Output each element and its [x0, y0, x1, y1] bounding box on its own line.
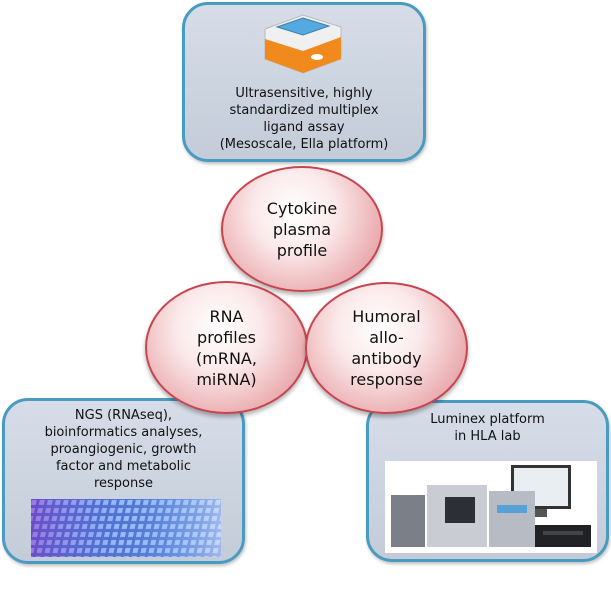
rna-profiles-circle: RNA profiles (mRNA, miRNA)	[145, 281, 308, 414]
rna-profiles-text: RNA profiles (mRNA, miRNA)	[196, 306, 257, 389]
luminex-box: Luminex platform in HLA lab	[366, 400, 609, 562]
ngs-box-text: NGS (RNAseq), bioinformatics analyses, p…	[44, 408, 203, 491]
humoral-response-circle: Humoral allo- antibody response	[305, 282, 468, 414]
rnaseq-heatmap-image	[31, 499, 221, 557]
ella-instrument-image	[264, 14, 342, 74]
assay-box-text: Ultrasensitive, highly standardized mult…	[219, 86, 389, 152]
assay-box: Ultrasensitive, highly standardized mult…	[182, 2, 426, 162]
ngs-box: NGS (RNAseq), bioinformatics analyses, p…	[2, 398, 245, 564]
luminex-instrument-image	[385, 461, 597, 553]
humoral-response-text: Humoral allo- antibody response	[350, 307, 423, 389]
cytokine-profile-circle: Cytokine plasma profile	[221, 166, 383, 292]
cytokine-profile-text: Cytokine plasma profile	[266, 198, 338, 260]
luminex-box-text: Luminex platform in HLA lab	[430, 412, 545, 444]
